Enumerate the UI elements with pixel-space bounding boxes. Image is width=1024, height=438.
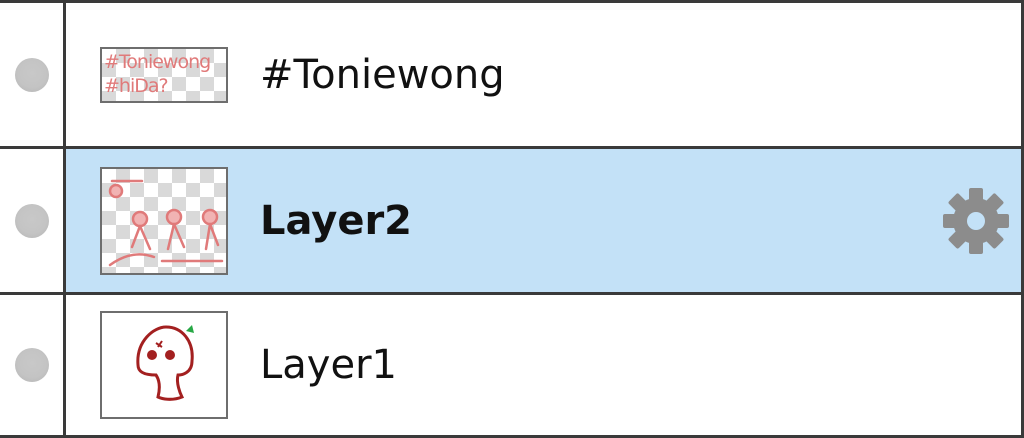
- layer-row-layer1[interactable]: Layer1: [0, 295, 1021, 435]
- layer-thumbnail: [100, 166, 228, 275]
- eye-dot-icon[interactable]: [15, 348, 49, 382]
- eye-dot-icon[interactable]: [15, 57, 49, 92]
- layer-name: Layer1: [260, 342, 397, 388]
- layer-name: #Toniewong: [260, 51, 505, 98]
- layer-row-toniewong[interactable]: #Toniewong #hiDa? #Toniewong: [0, 3, 1021, 149]
- thumbnail-text-line-2: #hiDa?: [104, 74, 169, 97]
- layer-name: Layer2: [260, 197, 413, 244]
- layer-row-body[interactable]: Layer1: [66, 295, 1021, 435]
- layer-thumbnail: [100, 311, 228, 419]
- layer-thumbnail: #Toniewong #hiDa?: [100, 46, 228, 103]
- visibility-cell[interactable]: [0, 3, 66, 146]
- layer-row-body[interactable]: Layer2: [66, 149, 1021, 292]
- thumbnail-text-line-1: #Toniewong: [104, 50, 211, 73]
- gear-icon[interactable]: [941, 186, 1011, 256]
- layer-row-layer2[interactable]: Layer2: [0, 149, 1021, 295]
- layer-row-body[interactable]: #Toniewong #hiDa? #Toniewong: [66, 3, 1021, 146]
- eye-dot-icon[interactable]: [15, 203, 49, 238]
- sketch-thumbnail-icon: [108, 179, 224, 266]
- visibility-cell[interactable]: [0, 295, 66, 435]
- visibility-cell[interactable]: [0, 149, 66, 292]
- mascot-thumbnail-icon: [136, 325, 194, 401]
